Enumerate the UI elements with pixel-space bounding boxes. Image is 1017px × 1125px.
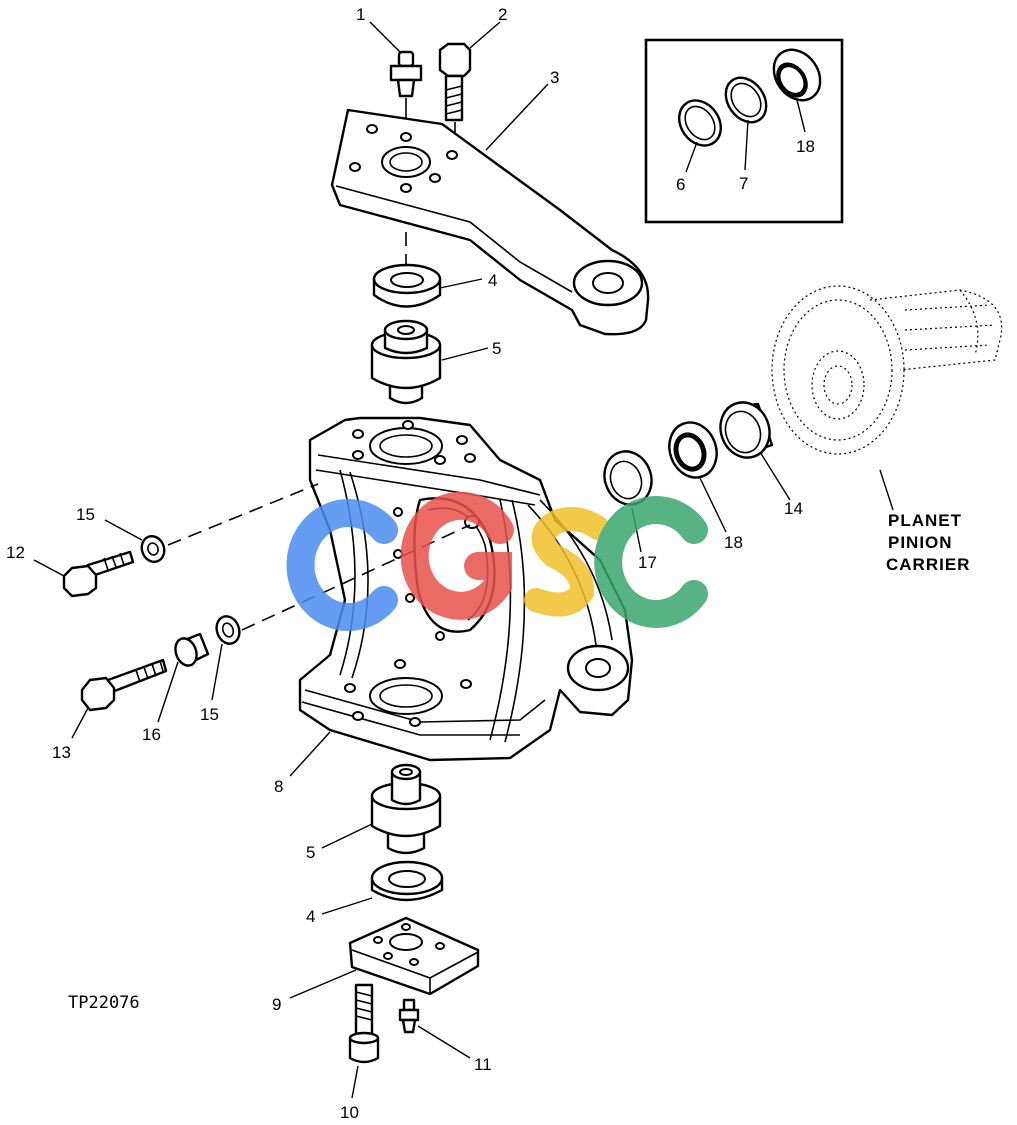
carrier-label-line-3: CARRIER — [886, 555, 970, 574]
part-3-steering-arm — [330, 108, 650, 336]
callout-10: 10 — [340, 1103, 359, 1122]
callout-4-lower: 4 — [306, 907, 315, 926]
callout-1: 1 — [356, 5, 365, 24]
part-13-bolt — [80, 658, 168, 712]
callout-3: 3 — [550, 68, 559, 87]
callout-6: 6 — [676, 175, 685, 194]
part-18-seal-inset — [772, 48, 822, 102]
carrier-label-line-2: PINION — [888, 533, 953, 552]
callout-18-inset: 18 — [796, 137, 815, 156]
callout-14: 14 — [784, 499, 803, 518]
drawing-code: TP22076 — [68, 993, 140, 1013]
part-11-grease-fitting — [398, 998, 420, 1034]
part-2-cap-screw — [438, 42, 472, 122]
callout-18: 18 — [724, 533, 743, 552]
carrier-label-line-1: PLANET — [888, 511, 962, 530]
part-7-seal — [724, 76, 768, 124]
callout-11: 11 — [474, 1055, 492, 1074]
part-17-bushing — [603, 450, 653, 506]
part-5-bushing-upper — [370, 319, 442, 405]
callout-5-lower: 5 — [306, 843, 315, 862]
callout-12: 12 — [6, 543, 25, 562]
part-5-bushing-lower — [370, 763, 442, 855]
callout-5-upper: 5 — [492, 339, 501, 358]
leader-lines — [33, 21, 549, 1099]
watermark-letter-s — [524, 507, 610, 617]
watermark-letter-c2 — [594, 496, 708, 628]
part-4-washer-upper — [372, 263, 442, 308]
callout-2: 2 — [498, 5, 507, 24]
part-16-spacer — [174, 632, 210, 667]
part-15-washer-lower — [215, 615, 241, 645]
callout-13: 13 — [52, 743, 71, 762]
seal-inset-box — [644, 38, 844, 224]
part-1-grease-fitting — [389, 50, 423, 98]
callout-7: 7 — [739, 174, 748, 193]
callout-16: 16 — [142, 725, 161, 744]
part-9-plate — [348, 916, 480, 996]
callout-8: 8 — [274, 777, 283, 796]
callout-numbers: 1 2 3 4 5 6 7 18 17 18 14 15 12 15 16 13… — [6, 5, 815, 1122]
callout-15-upper: 15 — [76, 505, 95, 524]
callout-15-lower: 15 — [200, 705, 219, 724]
part-12-bolt — [62, 550, 135, 598]
part-10-cap-screw — [348, 983, 380, 1064]
watermark-letter-g — [400, 491, 514, 620]
planet-pinion-carrier — [771, 285, 1003, 455]
part-6-seal — [678, 99, 722, 147]
part-15-washer-upper — [140, 535, 166, 563]
part-14-bushing — [719, 401, 774, 459]
callout-9: 9 — [272, 995, 281, 1014]
watermark-letter-c1 — [286, 499, 398, 631]
part-4-washer-lower — [370, 860, 444, 902]
callout-4-upper: 4 — [488, 271, 497, 290]
part-18-seal — [668, 421, 718, 479]
callout-17: 17 — [638, 553, 657, 572]
watermark — [286, 491, 708, 631]
